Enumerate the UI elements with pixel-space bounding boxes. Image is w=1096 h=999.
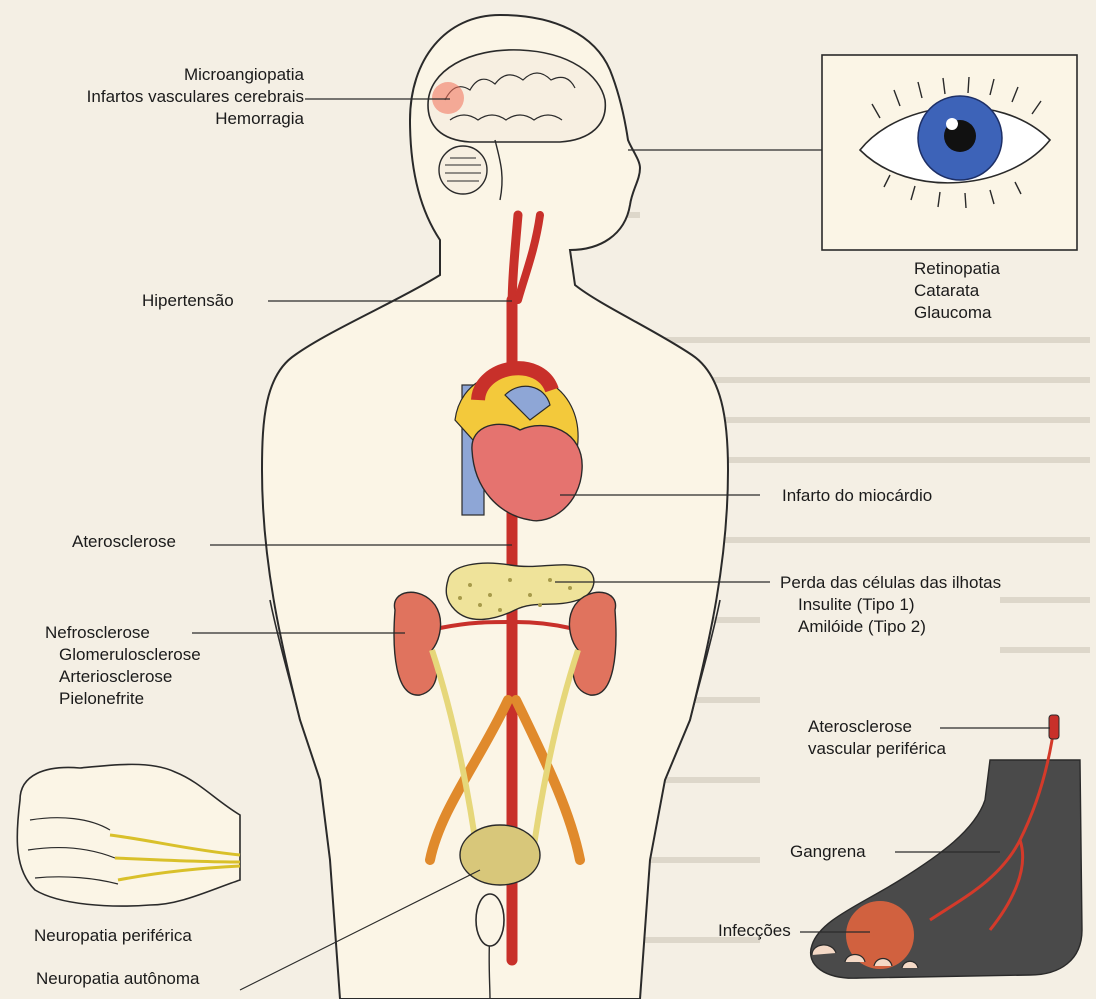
label-islets-line-2: Insulite (Tipo 1) [780,594,1001,616]
bladder [460,825,540,885]
label-islets: Perda das células das ilhotas Insulite (… [780,572,1001,638]
cerebellum [439,146,487,194]
label-hypertension: Hipertensão [142,290,234,312]
label-peripheral-vascular-line-1: Aterosclerose [808,716,946,738]
label-peripheral-vascular: Aterosclerose vascular periférica [808,716,946,760]
label-gangrene: Gangrena [790,841,866,863]
label-peripheral-neuropathy: Neuropatia periférica [34,925,192,947]
label-eye-line-3: Glaucoma [914,302,1000,324]
label-kidney-line-4: Pielonefrite [45,688,201,710]
hand-illustration [17,764,240,906]
label-infections: Infecções [718,920,791,942]
eye-highlight [946,118,958,130]
foot-artery-stub [1049,715,1059,739]
label-brain-line-3: Hemorragia [87,108,304,130]
label-kidney: Nefrosclerose Glomerulosclerose Arterios… [45,622,201,710]
kidney-left [394,592,441,695]
label-brain-line-1: Microangiopatia [87,64,304,86]
label-peripheral-vascular-line-2: vascular periférica [808,738,946,760]
label-kidney-line-2: Glomerulosclerose [45,644,201,666]
cerebral-infarct-spot [432,82,464,114]
label-atherosclerosis: Aterosclerose [72,531,176,553]
label-eye: Retinopatia Catarata Glaucoma [914,258,1000,324]
label-eye-line-1: Retinopatia [914,258,1000,280]
kidney-right [569,592,616,695]
eye-panel [822,55,1077,250]
label-eye-line-2: Catarata [914,280,1000,302]
label-brain-line-2: Infartos vasculares cerebrais [87,86,304,108]
label-islets-line-3: Amilóide (Tipo 2) [780,616,1001,638]
hand-shape [17,764,240,906]
label-myocardium: Infarto do miocárdio [782,485,932,507]
label-islets-line-1: Perda das células das ilhotas [780,572,1001,594]
genitals [476,894,504,946]
label-brain: Microangiopatia Infartos vasculares cere… [87,64,304,130]
label-kidney-line-3: Arteriosclerose [45,666,201,688]
label-kidney-line-1: Nefrosclerose [45,622,201,644]
label-autonomic-neuropathy: Neuropatia autônoma [36,968,200,990]
